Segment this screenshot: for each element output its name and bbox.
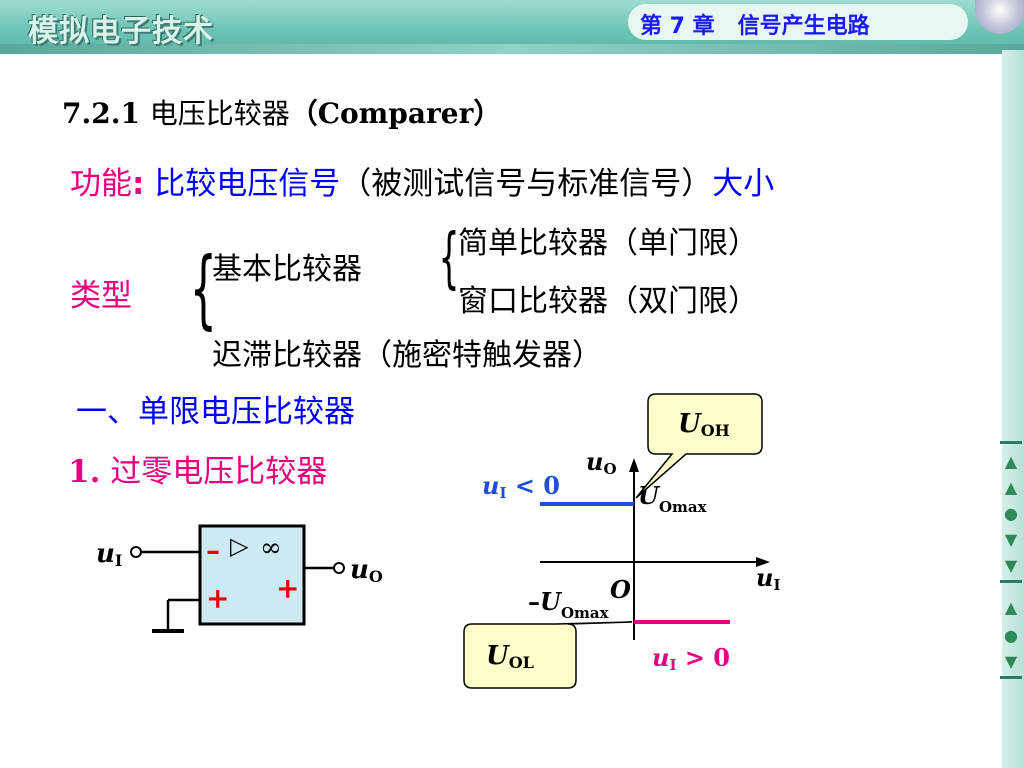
cond-left-label: uI < 0 (482, 471, 560, 502)
minus-sign: – (206, 534, 220, 567)
callout-high-label: UOH (678, 409, 730, 440)
section-title: 7.2.1 电压比较器（Comparer） (62, 92, 501, 132)
y-axis-label: uO (586, 447, 617, 478)
infinity-symbol: ∞ (260, 533, 282, 563)
input-label: uI (96, 539, 122, 570)
function-text-c: 大小 (712, 166, 775, 202)
type-basic: 基本比较器 (212, 252, 362, 287)
nav-center-icon[interactable]: ● (1004, 626, 1018, 645)
callout-high (635, 393, 763, 499)
input-terminal (130, 546, 142, 558)
nav-first-icon[interactable]: ▲ (1004, 452, 1018, 471)
nav-divider (1000, 676, 1022, 679)
item1-title: 1. 过零电压比较器 (68, 446, 327, 491)
types-brace: { (189, 239, 218, 339)
type-hysteresis: 迟滞比较器（施密特触发器） (212, 338, 602, 373)
y-axis-arrow (629, 458, 639, 472)
nav-up-icon[interactable]: ▲ (1004, 598, 1018, 617)
item1-text: 过零电压比较器 (110, 454, 328, 490)
chapter-label: 第 7 章 信号产生电路 (640, 8, 870, 40)
function-label: 功能 (70, 166, 132, 202)
nav-divider (1000, 441, 1022, 444)
item1-number: 1. (68, 454, 101, 490)
section-title-cn: 电压比较器 (149, 97, 290, 130)
function-colon: : (132, 166, 145, 202)
origin-label: O (610, 575, 631, 604)
cond-right-label: uI > 0 (652, 643, 730, 674)
umax-neg-label: –UOmax (528, 587, 610, 622)
type-window: 窗口比较器（双门限） (458, 284, 758, 319)
nav-divider (1000, 580, 1022, 583)
output-label: uO (350, 555, 383, 586)
opamp-box (198, 524, 306, 626)
x-axis-label: uI (756, 563, 780, 594)
types-label: 类型 (70, 278, 132, 314)
type-simple: 简单比较器（单门限） (458, 226, 758, 261)
chapter-title: 信号产生电路 (737, 14, 870, 39)
function-text-b: （被测试信号与标准信号） (340, 166, 713, 202)
plus-sign-inner: + (276, 572, 299, 605)
nav-down-icon[interactable]: ▼ (1004, 652, 1018, 671)
comparator-circuit: uI uO – ▷ ∞ + + (96, 524, 383, 633)
transfer-graph: uO uI O uI < 0 uI > 0 UOmax –UOmax UOH U… (463, 393, 780, 689)
chapter-number: 第 7 章 (640, 14, 715, 39)
section-number: 7.2.1 (62, 97, 140, 130)
chapter-pill (628, 4, 968, 40)
nav-last-icon[interactable]: ▼ (1004, 556, 1018, 575)
basic-brace: { (438, 219, 460, 296)
x-axis-arrow (756, 557, 770, 567)
output-terminal (333, 562, 345, 574)
header-divider (0, 44, 1024, 54)
function-line: 功能: 比较电压信号（被测试信号与标准信号）大小 (70, 158, 774, 203)
section-title-en: （Comparer） (289, 97, 502, 130)
subsection-title: 一、单限电压比较器 (76, 394, 355, 430)
nav-prev-icon[interactable]: ▲ (1004, 478, 1018, 497)
course-title: 模拟电子技术 (28, 14, 214, 49)
callout-low-label: UOL (486, 641, 534, 672)
callout-low (463, 621, 633, 689)
nav-next-icon[interactable]: ▼ (1004, 530, 1018, 549)
plus-sign-outer: + (206, 582, 229, 615)
nav-home-icon[interactable]: ● (1004, 504, 1018, 523)
function-text-a: 比较电压信号 (154, 166, 341, 202)
triangle-symbol: ▷ (230, 532, 249, 560)
right-rail (1002, 50, 1024, 768)
corner-ornament (975, 0, 1024, 34)
